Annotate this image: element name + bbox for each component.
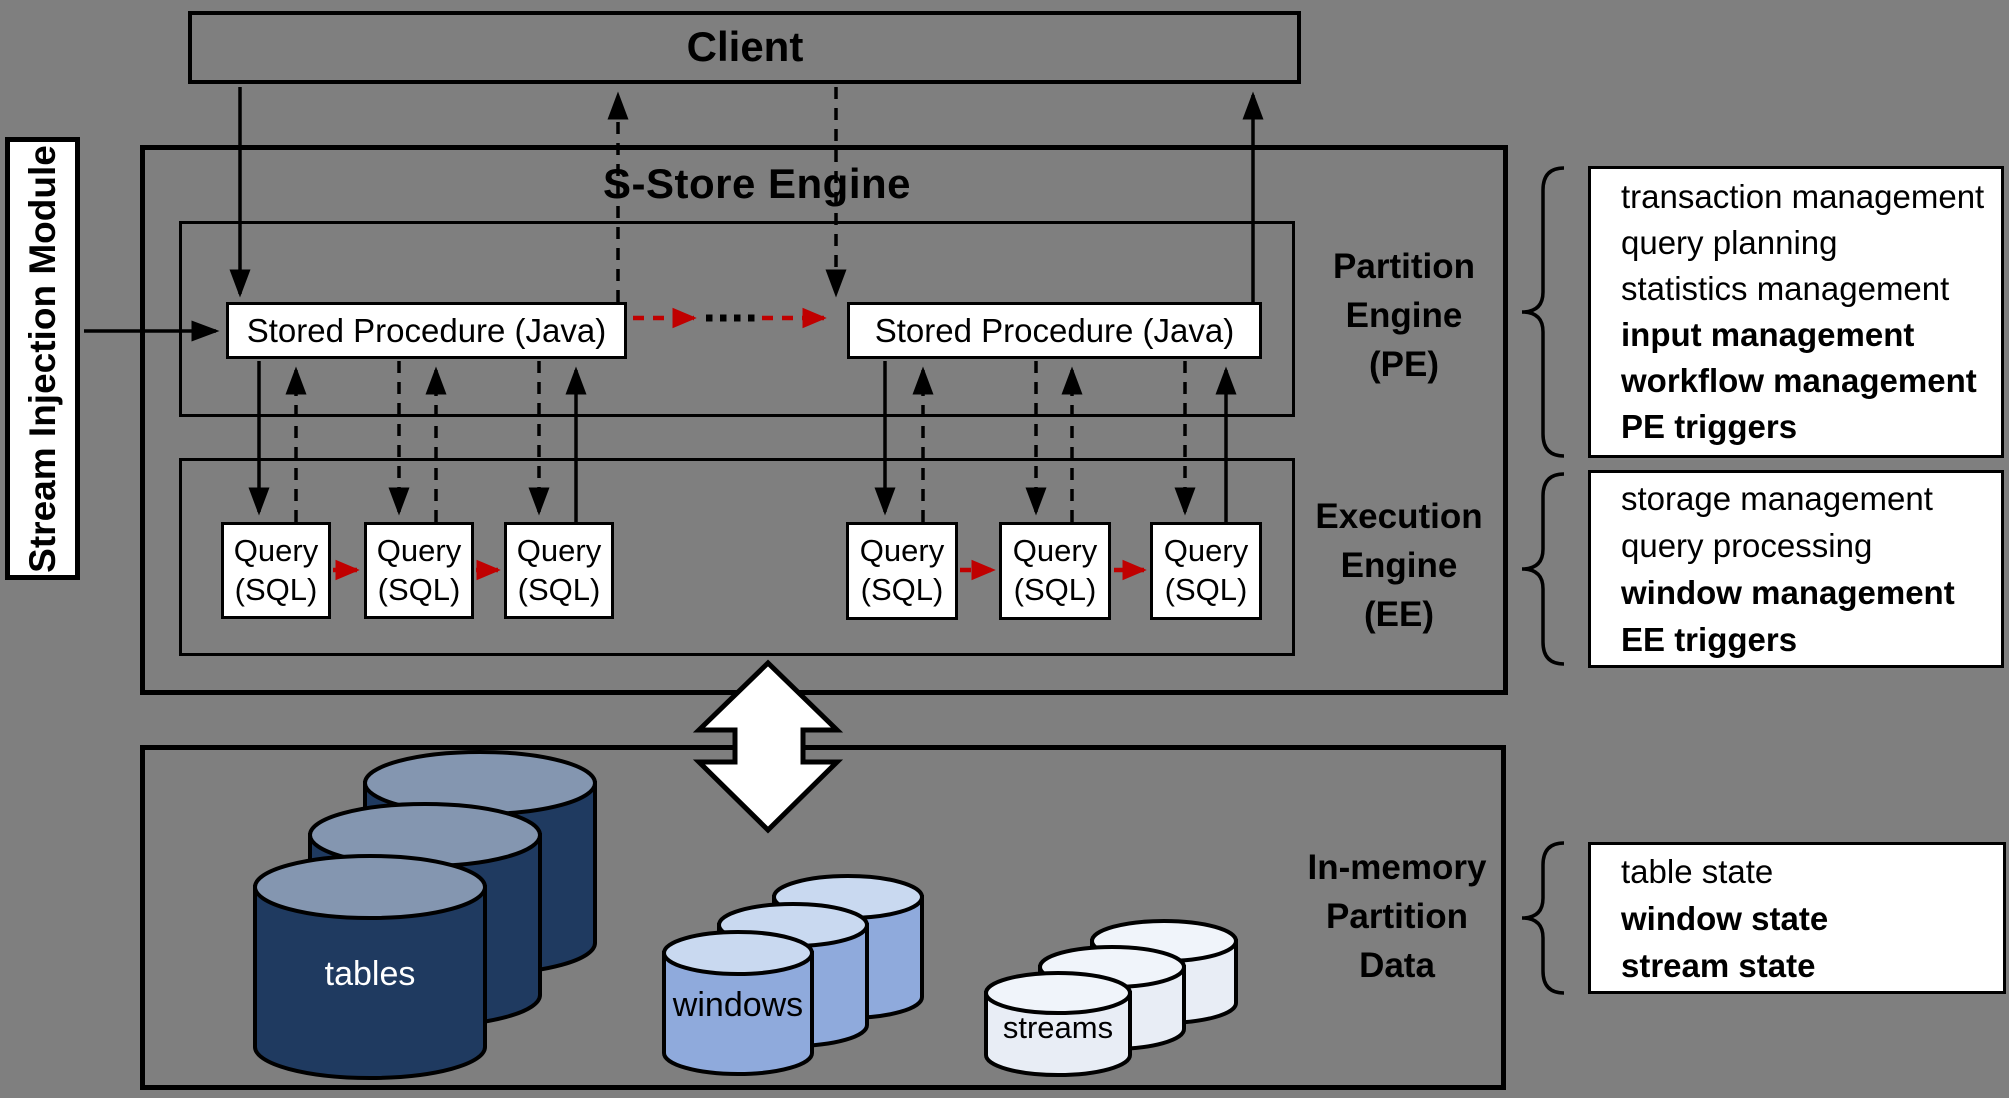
- annotation-line: window state: [1621, 899, 1829, 937]
- query-box-3: Query (SQL): [504, 522, 614, 619]
- query-box-4-label: Query (SQL): [859, 533, 945, 607]
- ee-brace: [1521, 472, 1565, 666]
- annotation-line: PE triggers: [1621, 408, 1798, 445]
- query-box-1-label: Query (SQL): [233, 532, 319, 607]
- execution-engine-label: Execution Engine (EE): [1315, 497, 1483, 634]
- client-label: Client: [686, 23, 804, 70]
- query-box-2-label: Query (SQL): [376, 532, 462, 607]
- annotation-line: query planning: [1621, 224, 1838, 261]
- query-box-2: Query (SQL): [364, 522, 474, 619]
- partition-engine-annotation-box: transaction management query planning st…: [1588, 166, 2004, 458]
- stored-procedure-1: Stored Procedure (Java): [226, 302, 627, 359]
- partition-engine-box: [179, 221, 1295, 417]
- red-flow-arrows: [333, 307, 1147, 581]
- windows-label: windows: [672, 986, 803, 1024]
- stream-injection-module: Stream Injection Module: [5, 137, 80, 580]
- partition-engine-label: Partition Engine (PE): [1333, 247, 1475, 384]
- in-memory-brace: [1521, 841, 1565, 995]
- annotation-line: workflow management: [1621, 362, 1977, 399]
- annotation-line: table state: [1621, 852, 1774, 890]
- stream-injection-module-label: Stream Injection Module: [21, 144, 63, 573]
- stored-procedure-2: Stored Procedure (Java): [847, 302, 1262, 359]
- annotation-line: statistics management: [1621, 270, 1950, 307]
- client-box: [188, 11, 1301, 84]
- in-memory-annotation-box: table state window state stream state: [1588, 842, 2006, 994]
- query-box-5-label: Query (SQL): [1012, 533, 1098, 607]
- in-memory-partition-data-box: [140, 745, 1506, 1090]
- execution-engine-annotation-box: storage management query processing wind…: [1588, 470, 2004, 668]
- tables-label: tables: [325, 955, 416, 993]
- execution-engine-box: [179, 458, 1295, 656]
- query-box-5: Query (SQL): [999, 522, 1111, 620]
- query-box-6-label: Query (SQL): [1163, 533, 1249, 607]
- query-box-4: Query (SQL): [846, 522, 958, 620]
- annotation-line: query processing: [1621, 527, 1873, 564]
- tables-cylinders: tables: [253, 750, 597, 1080]
- s-store-engine-title: S-Store Engine: [602, 160, 912, 207]
- query-box-1: Query (SQL): [221, 522, 331, 619]
- stored-procedure-1-label: Stored Procedure (Java): [246, 311, 607, 349]
- engine-data-double-arrow: [692, 659, 844, 834]
- in-memory-partition-data-label: In-memory Partition Data: [1307, 848, 1487, 985]
- query-box-3-label: Query (SQL): [516, 532, 602, 607]
- streams-label: streams: [1003, 1010, 1113, 1045]
- streams-cylinders: streams: [984, 919, 1238, 1077]
- annotation-line: input management: [1621, 316, 1915, 353]
- dashed-arrows: [285, 87, 1196, 522]
- annotation-line: transaction management: [1621, 178, 1985, 215]
- annotation-line: storage management: [1621, 480, 1933, 517]
- annotation-line: window management: [1621, 574, 1955, 611]
- windows-cylinders: windows: [662, 874, 924, 1076]
- query-box-6: Query (SQL): [1150, 522, 1262, 620]
- annotation-line: stream state: [1621, 946, 1816, 984]
- braces: [1521, 166, 1565, 995]
- pe-brace: [1521, 166, 1565, 458]
- solid-arrows: [84, 87, 1264, 522]
- stored-procedure-2-label: Stored Procedure (Java): [874, 311, 1235, 349]
- s-store-engine-box: [140, 145, 1508, 695]
- annotation-line: EE triggers: [1621, 621, 1798, 658]
